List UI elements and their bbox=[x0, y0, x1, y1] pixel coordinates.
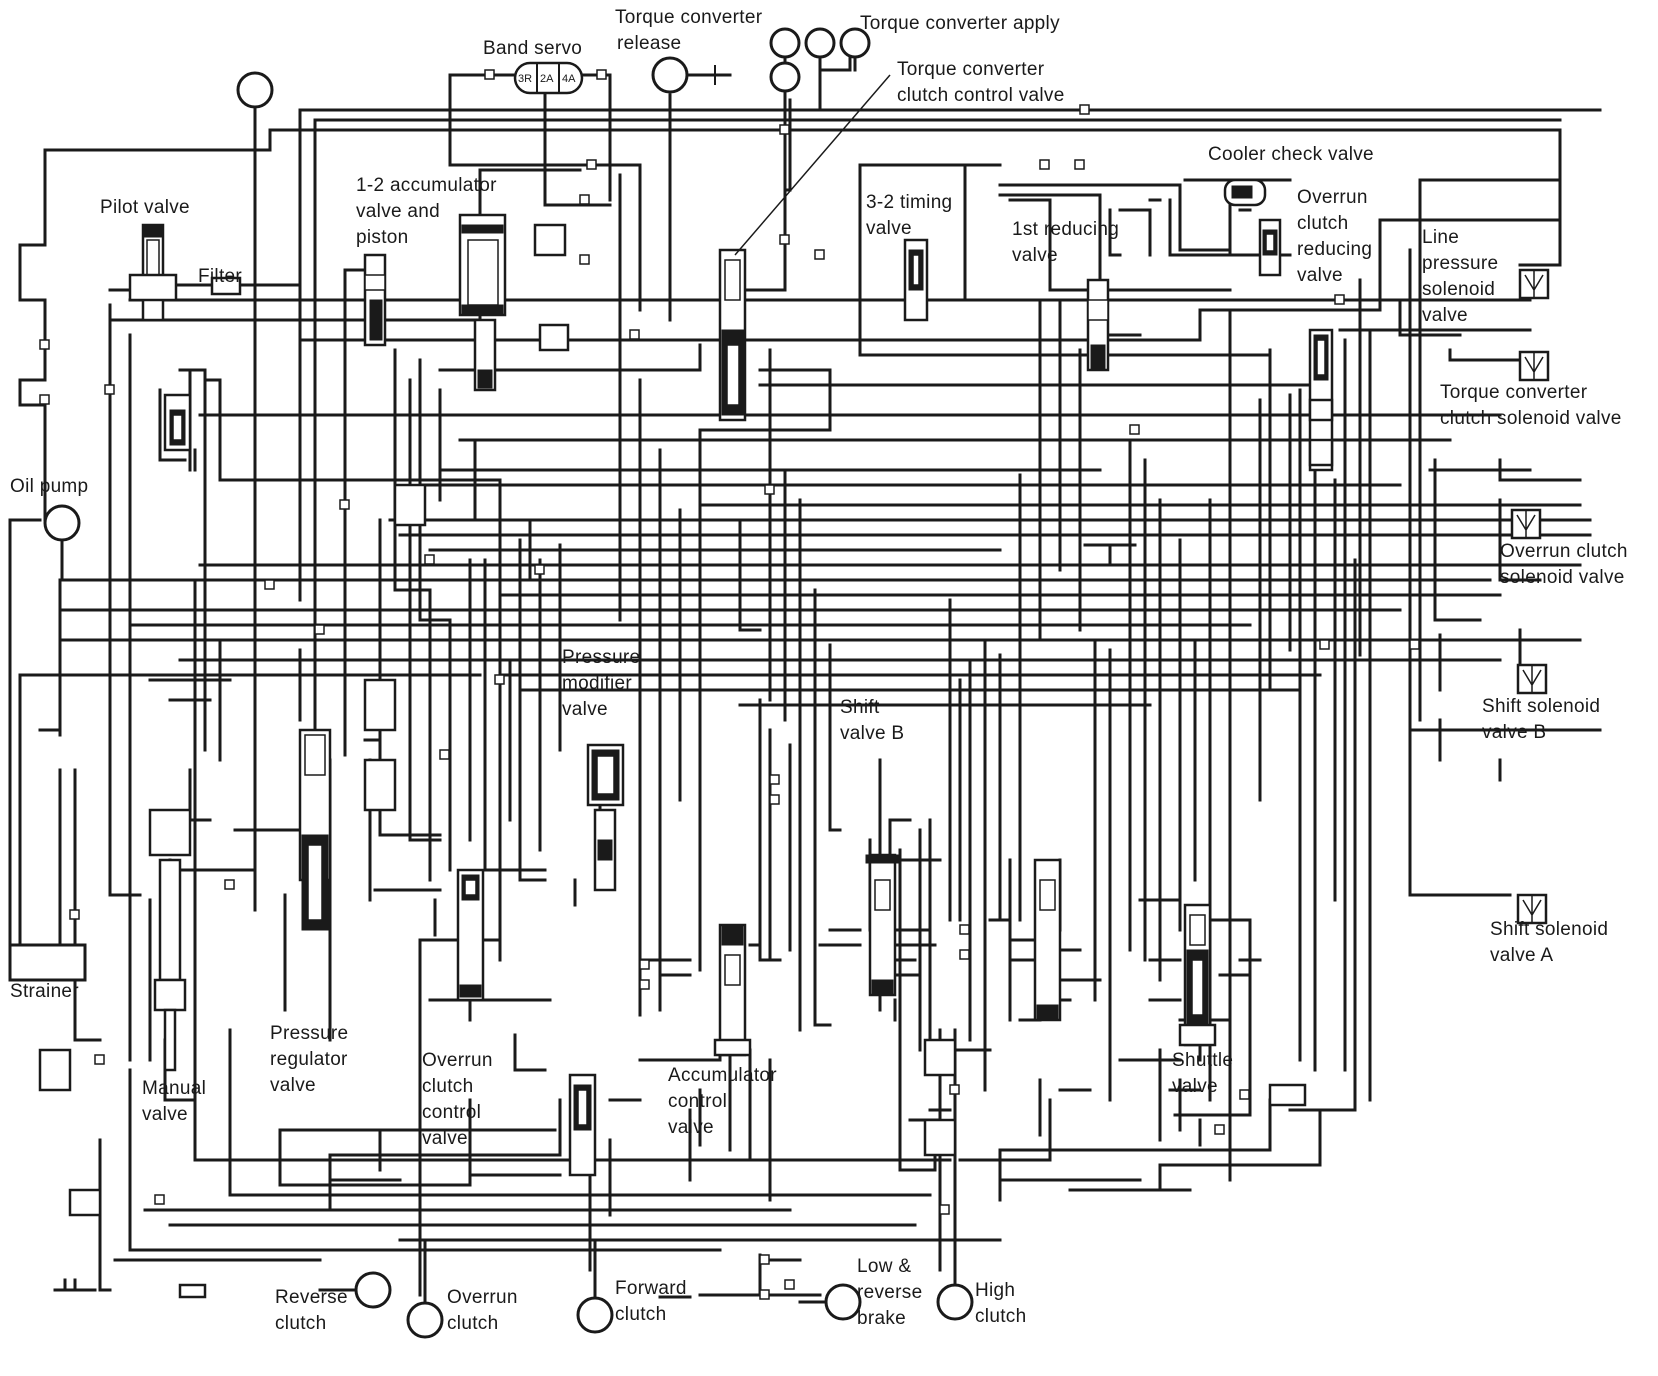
overrun-clutch-solenoid-body bbox=[1510, 508, 1542, 540]
pressure-modifier-valve-body bbox=[586, 743, 625, 892]
band-servo-port-4a: 4A bbox=[562, 73, 576, 85]
misc-block-6 bbox=[1268, 1083, 1307, 1107]
pilot-lower-valve-body bbox=[163, 393, 192, 452]
label-pilot-valve: Pilot valve bbox=[100, 197, 190, 218]
forward-clutch-port bbox=[576, 1296, 614, 1334]
shift-valve-a-body bbox=[1033, 858, 1062, 1022]
label-band-servo: Band servo bbox=[483, 38, 582, 59]
band-servo-port-3r: 3R bbox=[518, 73, 532, 85]
misc-block-9 bbox=[178, 1283, 207, 1299]
first-reducing-valve-body bbox=[1086, 278, 1110, 372]
shift-solenoid-b-body bbox=[1516, 663, 1548, 695]
tcc-solenoid-circuit-valve-body bbox=[1308, 328, 1334, 472]
oil-pump-port bbox=[43, 504, 81, 542]
overrun-clutch-reducing-valve-body bbox=[1258, 218, 1282, 277]
torque-converter-release-port bbox=[651, 56, 689, 94]
label-oil-pump: Oil pump bbox=[10, 476, 88, 497]
reverse-clutch-port bbox=[354, 1271, 392, 1309]
misc-block-3 bbox=[363, 758, 397, 812]
label-strainer: Strainer bbox=[10, 981, 79, 1002]
misc-block-5 bbox=[923, 1118, 957, 1157]
shift-solenoid-a-body bbox=[1516, 893, 1548, 925]
label-cooler-check-valve: Cooler check valve bbox=[1208, 144, 1374, 165]
timing-valve-3-2-body bbox=[903, 238, 929, 322]
cooler-check-valve-body bbox=[1223, 178, 1267, 207]
torque-converter-apply-port-4 bbox=[769, 61, 801, 93]
overrun-clutch-control-valve-body bbox=[456, 868, 485, 1002]
label-torque-converter-apply: Torque converter apply bbox=[860, 13, 1060, 34]
strainer-body bbox=[8, 943, 87, 982]
manual-valve-body bbox=[148, 808, 192, 1072]
misc-block-10 bbox=[533, 223, 567, 257]
orifices bbox=[39, 69, 1420, 1300]
band-servo-port-2a: 2A bbox=[540, 73, 554, 85]
hydraulic-lines bbox=[8, 38, 1602, 1299]
misc-block-8 bbox=[38, 1048, 72, 1092]
misc-block-7 bbox=[68, 1188, 102, 1217]
high-clutch-port bbox=[936, 1283, 974, 1321]
line-pressure-solenoid-body bbox=[1518, 268, 1550, 300]
solenoids bbox=[1510, 268, 1550, 925]
torque-converter-apply-port-2 bbox=[804, 27, 836, 59]
forward-clutch-valve-body bbox=[568, 1073, 597, 1177]
top-left-pressure-port bbox=[236, 71, 274, 109]
tcc-solenoid-body bbox=[1518, 350, 1550, 382]
shift-valve-b-body bbox=[865, 853, 900, 997]
pressure-ports bbox=[43, 27, 974, 1339]
low-reverse-brake-port bbox=[824, 1283, 862, 1321]
band-servo: 3R 2A 4A bbox=[513, 61, 584, 95]
pressure-regulator-valve-body bbox=[298, 728, 332, 931]
misc-block-2 bbox=[363, 678, 397, 732]
torque-converter-clutch-control-valve-body bbox=[718, 248, 747, 422]
accumulator-1-2-valve-body bbox=[363, 253, 387, 347]
filter-body bbox=[210, 276, 242, 296]
shuttle-valve-body bbox=[1178, 903, 1217, 1047]
misc-block-1 bbox=[393, 483, 427, 527]
overrun-clutch-port bbox=[406, 1301, 444, 1339]
valves bbox=[8, 178, 1334, 1299]
accumulator-control-valve-body bbox=[713, 923, 752, 1057]
tcc-control-valve-leader bbox=[734, 74, 891, 256]
accumulator-1-2-piston-body bbox=[458, 213, 570, 392]
torque-converter-apply-port-1 bbox=[769, 27, 801, 59]
pilot-valve-body bbox=[128, 223, 178, 322]
label-filter: Filter bbox=[198, 266, 242, 287]
misc-block-4 bbox=[923, 1038, 957, 1077]
